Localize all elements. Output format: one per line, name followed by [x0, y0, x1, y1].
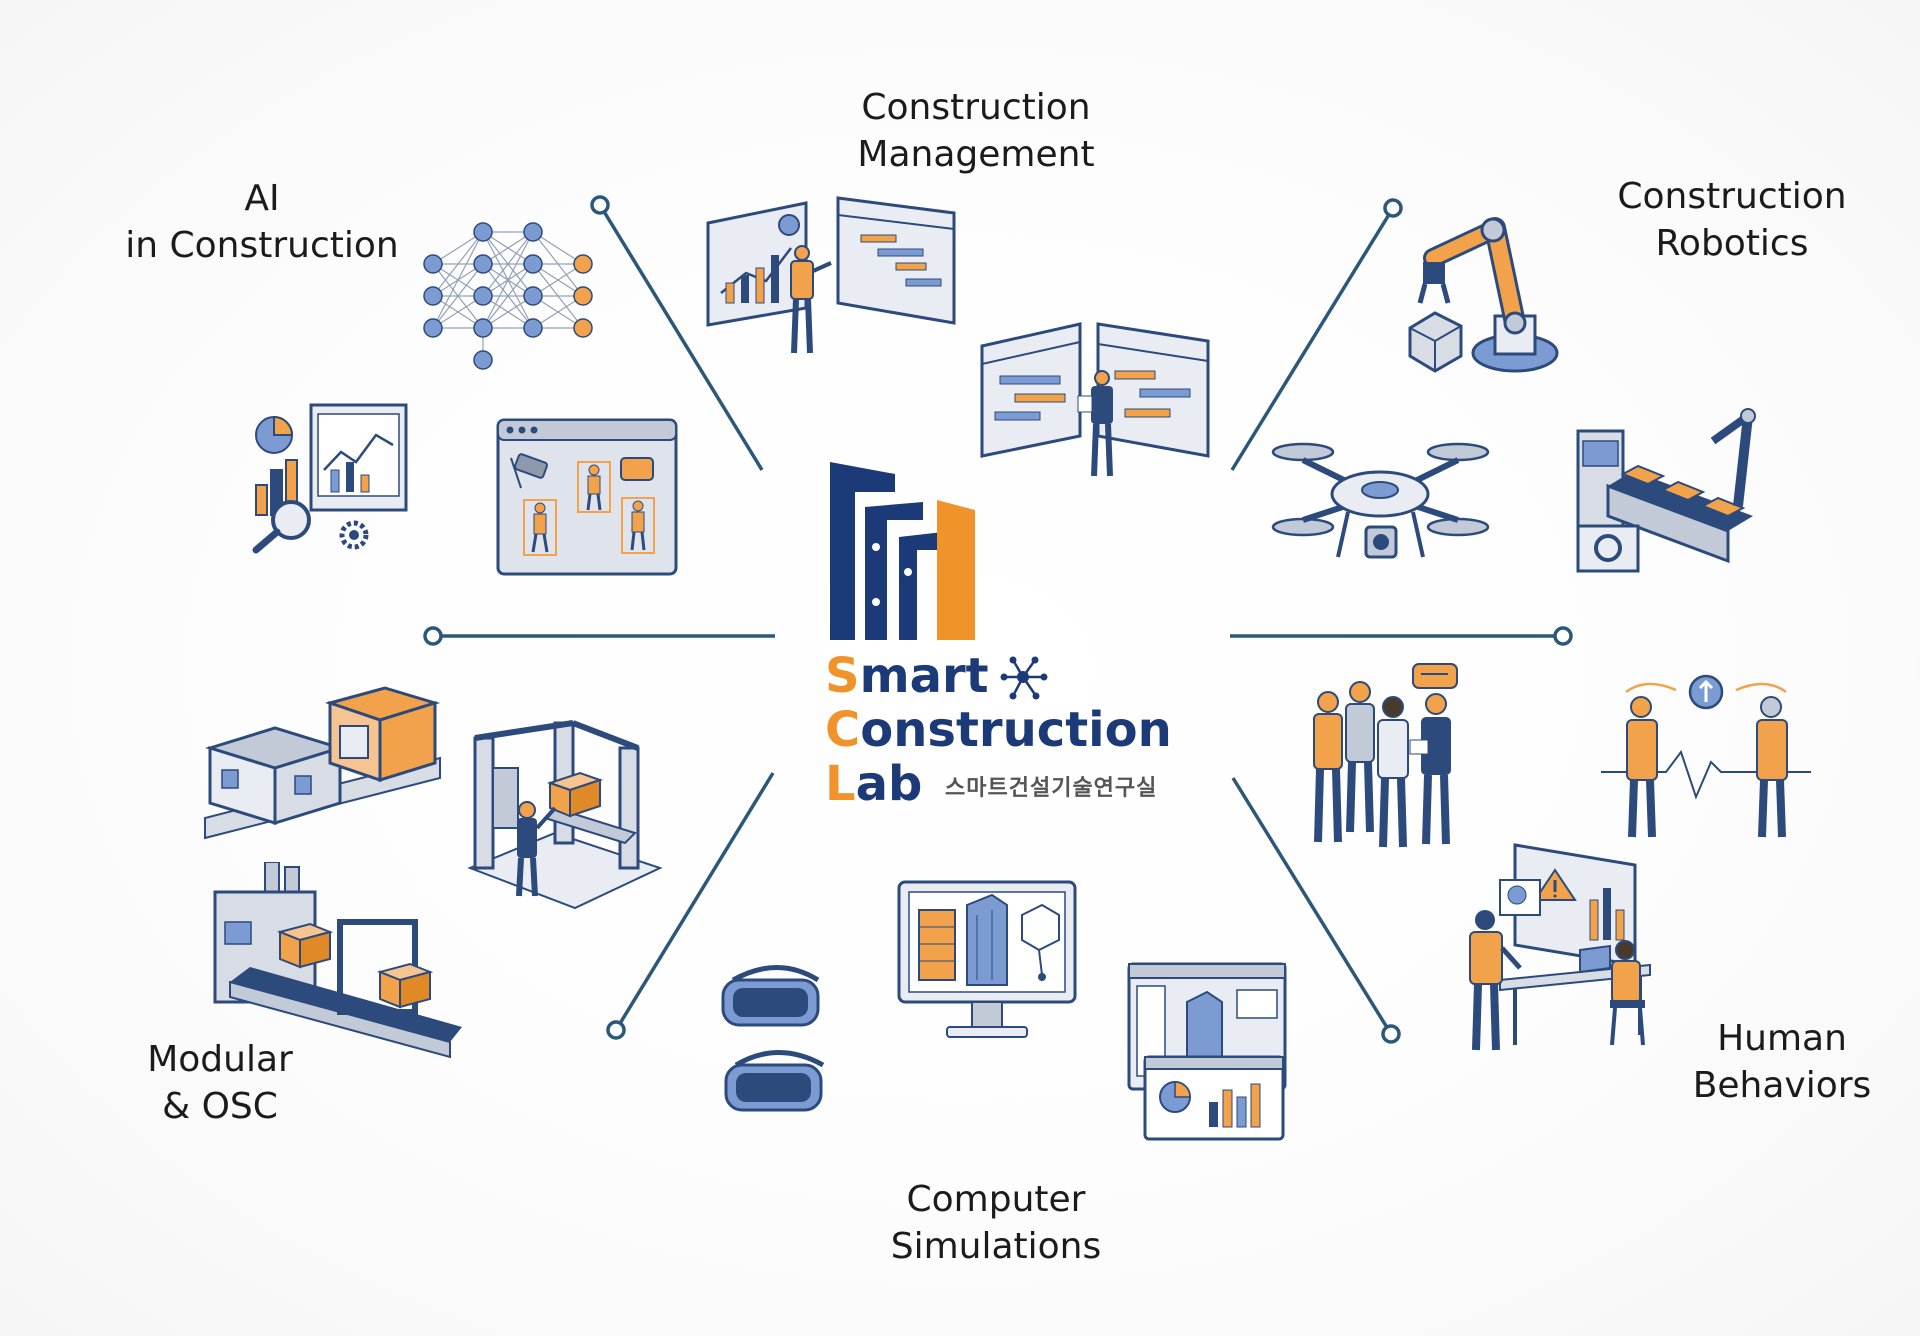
- lab-wordmark: Smart Construction Lab 스마트건설기술연구실: [825, 648, 1172, 818]
- logo-circuit-node: [870, 541, 882, 553]
- connector-node-right-middle: [1553, 626, 1573, 646]
- wordmark-line-construction: Construction: [825, 702, 1172, 758]
- safety-analysis-workstation-icon: [1469, 843, 1651, 1051]
- wordmark-line-smart: Smart: [825, 648, 989, 704]
- label-ai-in-construction: AI in Construction: [125, 178, 399, 266]
- modular-production-line-icon: [213, 862, 462, 1059]
- connector-robotics: [1230, 207, 1395, 471]
- label-computer-simulations: Computer Simulations: [890, 1179, 1102, 1267]
- logo-circuit-stripe-1: [830, 462, 895, 640]
- wordmark-line-lab: Lab: [825, 756, 923, 812]
- vr-headset-icon: [721, 965, 825, 1112]
- label-construction-robotics: Construction Robotics: [1617, 176, 1847, 264]
- connector-modular: [614, 772, 775, 1031]
- connector-node-human: [1381, 1024, 1401, 1044]
- neural-network-icon: [423, 222, 593, 370]
- gantt-schedule-boards-icon: [980, 322, 1210, 477]
- wordmark-korean-subtitle: 스마트건설기술연구실: [945, 776, 1158, 801]
- robotic-arm-icon: [1408, 217, 1559, 373]
- connector-ai: [598, 204, 764, 471]
- logo-circuit-stripe-3: [899, 532, 943, 640]
- lab-logo-mark: [830, 462, 975, 640]
- cctv-detection-screen-icon: [496, 418, 678, 576]
- connector-node-ai: [590, 195, 610, 215]
- modular-units-icon: [204, 686, 441, 840]
- network-node-icon: [1000, 656, 1048, 700]
- worker-team-icon: [1313, 663, 1458, 848]
- logo-circuit-node: [902, 566, 914, 578]
- worker-communication-icon: [1601, 674, 1811, 838]
- label-construction-management: Construction Management: [857, 87, 1095, 175]
- conveyor-robot-factory-icon: [1576, 408, 1756, 573]
- logo-orange-block: [937, 500, 975, 640]
- logo-circuit-node: [870, 596, 882, 608]
- connector-node-left-middle: [423, 626, 443, 646]
- bim-monitor-icon: [897, 880, 1077, 1038]
- connector-human: [1231, 777, 1393, 1035]
- label-human-behaviors: Human Behaviors: [1692, 1018, 1872, 1106]
- factory-worker-assembly-icon: [467, 720, 663, 910]
- analytics-monitor-icon: [252, 403, 408, 554]
- connector-node-robotics: [1383, 198, 1403, 218]
- label-modular-osc: Modular & OSC: [147, 1039, 293, 1127]
- management-presentation-icon: [706, 196, 956, 354]
- connector-node-modular: [606, 1020, 626, 1040]
- drone-icon: [1271, 442, 1490, 559]
- simulation-dashboard-icon: [1127, 962, 1287, 1141]
